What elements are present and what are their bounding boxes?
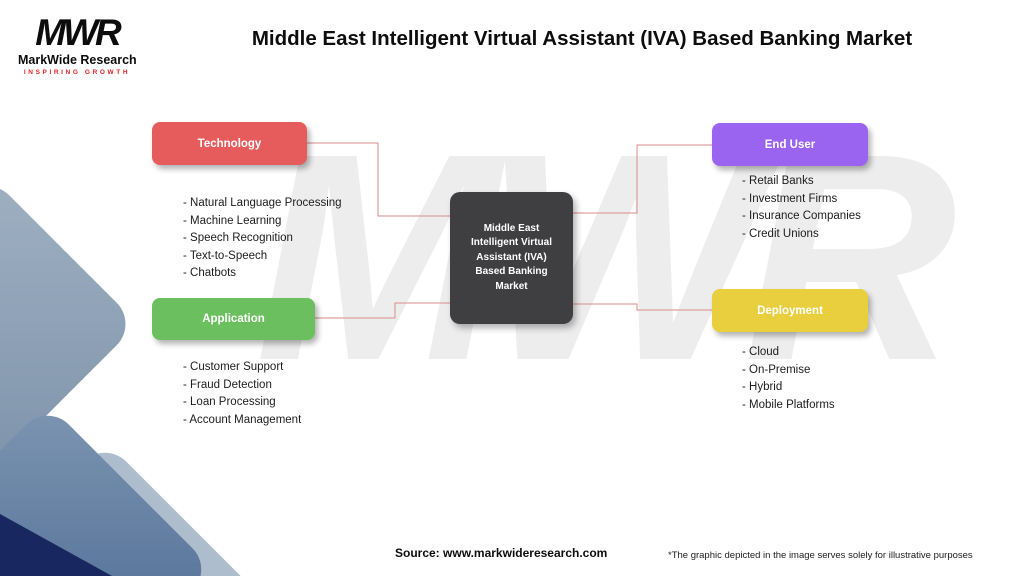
connector-technology: [307, 142, 450, 217]
connector-enduser: [573, 144, 712, 214]
list-item: - Customer Support: [183, 361, 284, 373]
category-list-technology: - Natural Language Processing - Machine …: [183, 195, 342, 283]
list-item: - Speech Recognition: [183, 232, 293, 244]
list-item: - Fraud Detection: [183, 378, 272, 391]
list-item: - Loan Processing: [183, 396, 276, 408]
connector-application: [315, 302, 450, 319]
list-item: - On-Premise: [742, 363, 811, 376]
list-item: - Account Management: [183, 413, 302, 426]
disclaimer-text: *The graphic depicted in the image serve…: [668, 550, 973, 561]
category-group-deployment: Deployment - Cloud - On-Premise - Hybrid…: [712, 289, 868, 414]
list-item: - Machine Learning: [183, 214, 282, 227]
category-group-enduser: End User - Retail Banks - Investment Fir…: [712, 123, 868, 243]
source-url: www.markwideresearch.com: [443, 546, 608, 560]
list-item: - Mobile Platforms: [742, 398, 835, 411]
category-header-technology: Technology: [152, 122, 307, 165]
category-header-enduser: End User: [712, 123, 868, 166]
connector-deployment: [573, 303, 712, 311]
category-header-application: Application: [152, 298, 315, 340]
list-item: - Cloud: [742, 346, 780, 358]
list-item: - Chatbots: [183, 267, 237, 279]
category-list-deployment: - Cloud - On-Premise - Hybrid - Mobile P…: [742, 344, 868, 414]
logo-monogram: MWR: [35, 12, 121, 53]
category-group-technology: Technology - Natural Language Processing…: [152, 122, 342, 283]
list-item: - Retail Banks: [742, 175, 814, 187]
markwide-logo: MWR MarkWide Research Inspiring Growth: [18, 12, 137, 76]
list-item: - Text-to-Speech: [183, 249, 268, 262]
category-list-enduser: - Retail Banks - Investment Firms - Insu…: [742, 173, 868, 243]
list-item: - Credit Unions: [742, 227, 819, 240]
center-node: Middle East Intelligent Virtual Assistan…: [450, 192, 573, 324]
list-item: - Hybrid: [742, 381, 783, 393]
category-header-deployment: Deployment: [712, 289, 868, 332]
source-text: Source: www.markwideresearch.com: [395, 546, 607, 560]
category-list-application: - Customer Support - Fraud Detection - L…: [183, 359, 315, 429]
page-title: Middle East Intelligent Virtual Assistan…: [251, 27, 913, 50]
list-item: - Investment Firms: [742, 192, 838, 205]
logo-brand-name: MarkWide Research: [18, 53, 137, 67]
list-item: - Natural Language Processing: [183, 197, 342, 209]
list-item: - Insurance Companies: [742, 210, 861, 222]
logo-tagline: Inspiring Growth: [23, 69, 131, 76]
source-label: Source:: [395, 546, 440, 560]
category-group-application: Application - Customer Support - Fraud D…: [152, 298, 315, 429]
